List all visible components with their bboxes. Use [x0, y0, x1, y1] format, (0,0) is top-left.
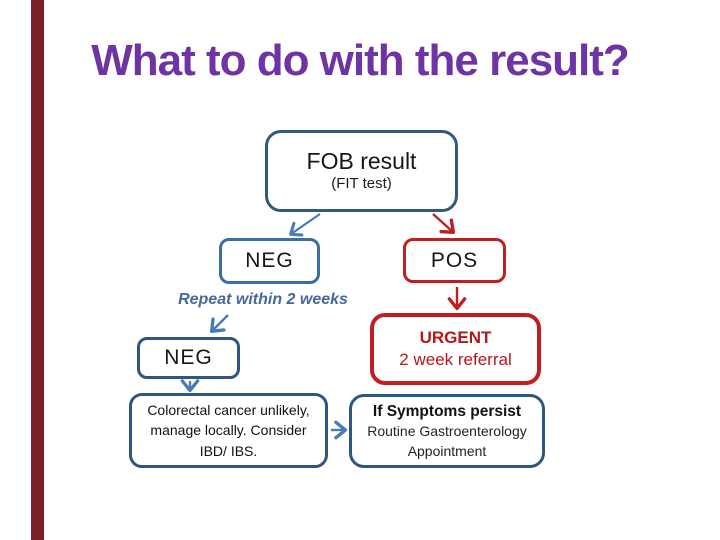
symptoms-persist-line2: Routine Gastroenterology: [367, 423, 527, 440]
slide-title: What to do with the result?: [91, 36, 630, 85]
fob-result-box: FOB result (FIT test): [265, 130, 458, 212]
symptoms-persist-box: If Symptoms persist Routine Gastroentero…: [349, 394, 545, 468]
urgent-referral-box: URGENT 2 week referral: [370, 313, 541, 385]
repeat-note: Repeat within 2 weeks: [178, 291, 348, 308]
urgent-referral-line2: 2 week referral: [399, 350, 512, 369]
symptoms-persist-line1: If Symptoms persist: [372, 403, 522, 420]
neg-box-second: NEG: [137, 337, 240, 379]
manage-locally-line2: manage locally. Consider: [150, 422, 307, 439]
pos-box-label: POS: [430, 248, 479, 272]
arrow-repeat-to-neg2-icon: [209, 314, 229, 334]
arrow-fob-to-pos-icon: [432, 213, 456, 235]
manage-locally-line3: IBD/ IBS.: [199, 442, 258, 459]
symptoms-persist-line3: Appointment: [407, 442, 487, 459]
neg-box-first-label: NEG: [245, 249, 294, 272]
left-accent-bar: [31, 0, 44, 540]
fob-result-title: FOB result: [306, 148, 417, 175]
neg-box-first: NEG: [219, 238, 320, 284]
neg-box-second-label: NEG: [164, 346, 213, 369]
pos-box: POS: [403, 238, 506, 283]
arrow-fob-to-neg-icon: [289, 213, 321, 237]
manage-locally-line1: Colorectal cancer unlikely,: [147, 402, 310, 419]
fob-result-subtitle: (FIT test): [331, 175, 392, 193]
urgent-referral-line1: URGENT: [419, 327, 492, 347]
manage-locally-box: Colorectal cancer unlikely, manage local…: [129, 393, 328, 468]
